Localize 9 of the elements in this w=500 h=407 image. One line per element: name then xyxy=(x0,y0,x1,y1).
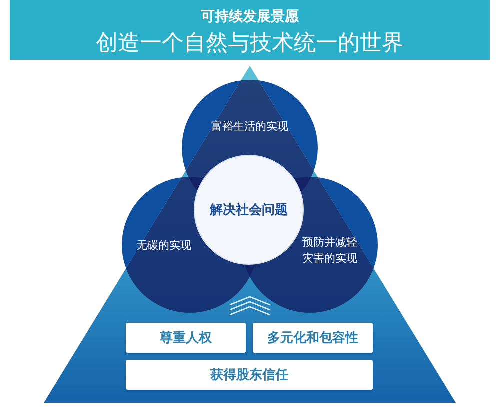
goal-label: 预防并减轻灾害的实现 xyxy=(302,235,358,267)
principle-box: 尊重人权 xyxy=(126,323,246,353)
goal-label: 富裕生活的实现 xyxy=(212,119,288,135)
center-label: 解决社会问题 xyxy=(210,203,288,219)
subtitle: 创造一个自然与技术统一的世界 xyxy=(96,30,404,58)
principle-box: 获得股东信任 xyxy=(126,360,373,390)
principle-box: 多元化和包容性 xyxy=(253,323,373,353)
title: 可持续发展景愿 xyxy=(201,8,299,27)
goal-label: 无碳的实现 xyxy=(136,238,192,254)
